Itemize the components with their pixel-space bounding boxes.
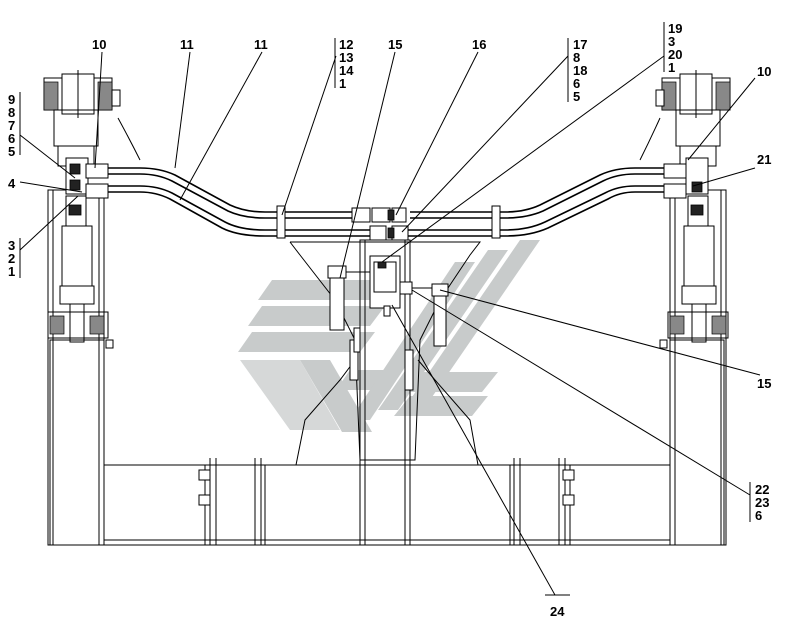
callout-15-top: 15: [388, 37, 402, 52]
callout-6: 6: [8, 131, 15, 146]
callout-1-c: 1: [668, 60, 675, 75]
callout-2: 2: [8, 251, 15, 266]
hydraulic-lines: [85, 117, 687, 241]
callout-3-b: 3: [668, 34, 675, 49]
right-cylinder: [655, 70, 731, 349]
callout-10-right: 10: [757, 64, 771, 79]
callout-11-a: 11: [180, 37, 194, 52]
callout-21: 21: [757, 152, 771, 167]
callout-19: 19: [668, 21, 682, 36]
callout-18: 18: [573, 63, 587, 78]
main-frame: [47, 189, 727, 546]
callout-10-left: 10: [92, 37, 106, 52]
callout-1: 1: [8, 264, 15, 279]
callout-9: 9: [8, 92, 15, 107]
leader-lines: [19, 22, 761, 596]
callout-5: 5: [8, 144, 15, 159]
callout-22: 22: [755, 482, 769, 497]
callout-7: 7: [8, 118, 15, 133]
callout-12: 12: [339, 37, 353, 52]
left-cylinder: [43, 70, 121, 349]
callout-23: 23: [755, 495, 769, 510]
callout-labels: 9 8 7 6 5 4 3 2 1 10 11 11 12 13 14 1 15…: [8, 21, 771, 619]
callout-1-b: 1: [339, 76, 346, 91]
callout-5-b: 5: [573, 89, 580, 104]
callout-6-c: 6: [755, 508, 762, 523]
callout-13: 13: [339, 50, 353, 65]
callout-20: 20: [668, 47, 682, 62]
callout-16: 16: [472, 37, 486, 52]
callout-6-b: 6: [573, 76, 580, 91]
callout-8: 8: [8, 105, 15, 120]
callout-15-right: 15: [757, 376, 771, 391]
callout-17: 17: [573, 37, 587, 52]
callout-14: 14: [339, 63, 354, 78]
callout-11-b: 11: [254, 37, 268, 52]
callout-8-b: 8: [573, 50, 580, 65]
callout-24: 24: [550, 604, 565, 619]
callout-4: 4: [8, 176, 16, 191]
callout-3: 3: [8, 238, 15, 253]
